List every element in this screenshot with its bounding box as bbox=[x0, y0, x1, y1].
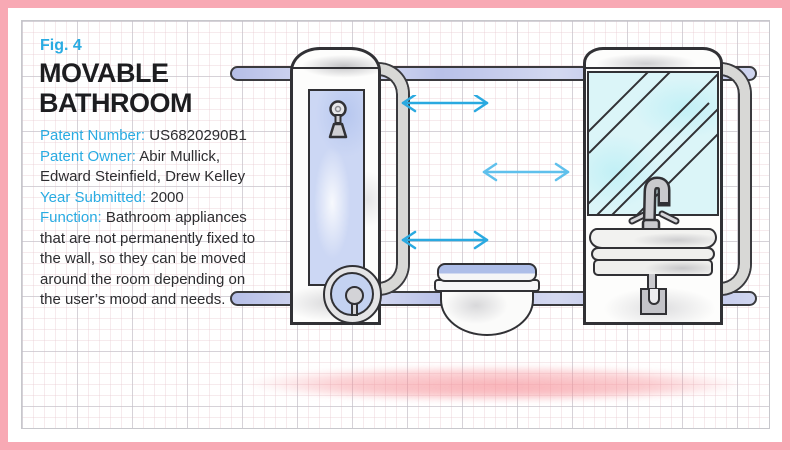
title-line-2: BATHROOM bbox=[39, 88, 192, 118]
sink-basin bbox=[589, 228, 717, 249]
move-arrow-middle bbox=[482, 162, 570, 182]
toilet-lid bbox=[437, 263, 537, 282]
faucet-icon bbox=[628, 176, 680, 236]
year-submitted-label: Year Submitted: bbox=[40, 188, 147, 206]
pink-highlight-smudge bbox=[243, 365, 745, 402]
drain-trap bbox=[640, 288, 667, 315]
shower-unit bbox=[290, 47, 382, 325]
shower-dial-knob bbox=[345, 286, 364, 305]
pink-highlight-smudge-soft bbox=[280, 378, 750, 400]
shower-dial-stem bbox=[351, 302, 358, 316]
sink-unit bbox=[583, 47, 723, 325]
shower-head-icon bbox=[328, 100, 348, 139]
patent-owner-value: Abir Mullick, Edward Steinfield, Drew Ke… bbox=[40, 147, 246, 186]
toilet-unit bbox=[433, 262, 541, 337]
toilet-bowl bbox=[440, 290, 534, 336]
shower-top-band bbox=[293, 50, 378, 69]
year-submitted-field: Year Submitted: 2000 bbox=[40, 189, 184, 206]
patent-owner-field: Patent Owner: Abir Mullick, Edward Stein… bbox=[40, 148, 245, 186]
patent-number-field: Patent Number: US6820290B1 bbox=[40, 127, 247, 144]
patent-info: Patent Number: US6820290B1 Patent Owner:… bbox=[40, 126, 262, 311]
patent-number-value: US6820290B1 bbox=[149, 127, 247, 144]
page-title: MOVABLE BATHROOM bbox=[39, 58, 192, 118]
sink-top-band bbox=[586, 50, 720, 69]
figure-label: Fig. 4 bbox=[40, 37, 82, 54]
patent-owner-label: Patent Owner: bbox=[40, 147, 136, 165]
function-value: Bathroom appliances that are not permane… bbox=[40, 209, 256, 308]
drain-trap-u-bend bbox=[648, 289, 660, 305]
shower-dial-ring bbox=[330, 272, 374, 316]
move-arrow-bottom bbox=[401, 230, 489, 250]
movement-arrows bbox=[401, 95, 570, 250]
title-line-1: MOVABLE bbox=[39, 58, 169, 88]
top-rail bbox=[230, 66, 757, 81]
move-arrow-top bbox=[401, 95, 489, 113]
shower-control-dial bbox=[323, 265, 382, 324]
patent-number-label: Patent Number: bbox=[40, 127, 146, 144]
function-field: Function: Bathroom appliances that are n… bbox=[40, 209, 255, 308]
function-label: Function: bbox=[40, 209, 102, 226]
year-submitted-value: 2000 bbox=[150, 188, 184, 206]
shower-panel bbox=[308, 89, 382, 324]
